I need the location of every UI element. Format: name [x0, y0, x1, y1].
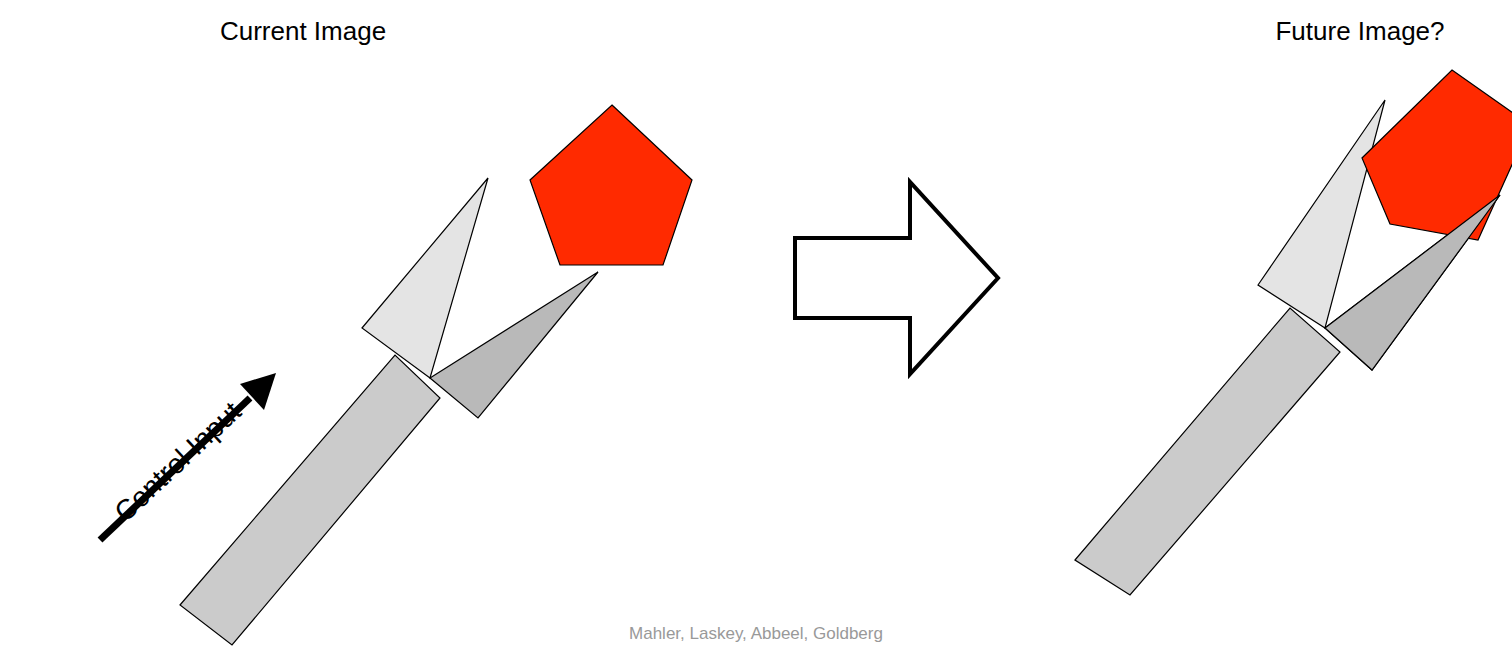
gripper-finger — [430, 272, 598, 418]
transition-arrow — [795, 182, 998, 374]
gripper-arm — [1075, 308, 1340, 595]
red-pentagon — [530, 105, 692, 265]
gripper-finger — [1258, 100, 1385, 328]
arrow-label: Control Input — [108, 396, 247, 529]
gripper-finger — [1325, 195, 1500, 370]
panel-title: Future Image? — [1275, 17, 1444, 47]
gripper-arm — [180, 355, 440, 645]
control-arrowhead — [240, 373, 276, 410]
red-pentagon — [1362, 70, 1512, 240]
author-credit: Mahler, Laskey, Abbeel, Goldberg — [629, 624, 883, 644]
gripper-finger — [362, 178, 488, 378]
panel-title: Current Image — [220, 17, 386, 47]
